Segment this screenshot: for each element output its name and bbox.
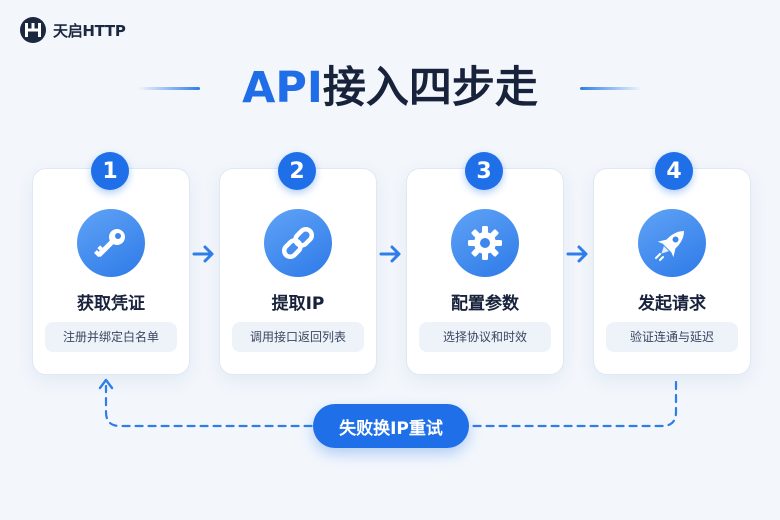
title-decoration-left [138, 87, 200, 90]
step-description: 选择协议和时效 [419, 322, 551, 352]
page-title: API接入四步走 [0, 60, 780, 116]
title-decoration-right [580, 87, 642, 90]
step-card-2: 提取IP 调用接口返回列表 [219, 168, 377, 375]
brand-logo: 天启HTTP [20, 17, 126, 43]
step-badge-1: 1 [91, 152, 129, 190]
retry-badge: 失败换IP重试 [313, 404, 469, 448]
step-title: 获取凭证 [77, 294, 145, 314]
title-row: API接入四步走 [0, 58, 780, 118]
key-icon [77, 209, 145, 277]
gear-icon [451, 209, 519, 277]
step-title: 提取IP [271, 294, 325, 314]
step-card-1: 获取凭证 注册并绑定白名单 [32, 168, 190, 375]
step-badge-3: 3 [465, 152, 503, 190]
title-rest: 接入四步走 [322, 63, 538, 113]
step-card-3: 配置参数 选择协议和时效 [406, 168, 564, 375]
step-title: 发起请求 [638, 294, 706, 314]
step-badge-2: 2 [278, 152, 316, 190]
step-description: 调用接口返回列表 [232, 322, 364, 352]
arrow-right-icon [192, 245, 214, 263]
brand-name: 天启HTTP [53, 21, 126, 40]
step-title: 配置参数 [451, 294, 519, 314]
rocket-icon [638, 209, 706, 277]
title-accent: API [242, 63, 323, 113]
step-card-4: 发起请求 验证连通与延迟 [593, 168, 751, 375]
arrow-right-icon [566, 245, 588, 263]
step-description: 验证连通与延迟 [606, 322, 738, 352]
step-description: 注册并绑定白名单 [45, 322, 177, 352]
link-icon [264, 209, 332, 277]
arrow-right-icon [379, 245, 401, 263]
logo-mark-icon [20, 17, 46, 43]
step-badge-4: 4 [655, 152, 693, 190]
